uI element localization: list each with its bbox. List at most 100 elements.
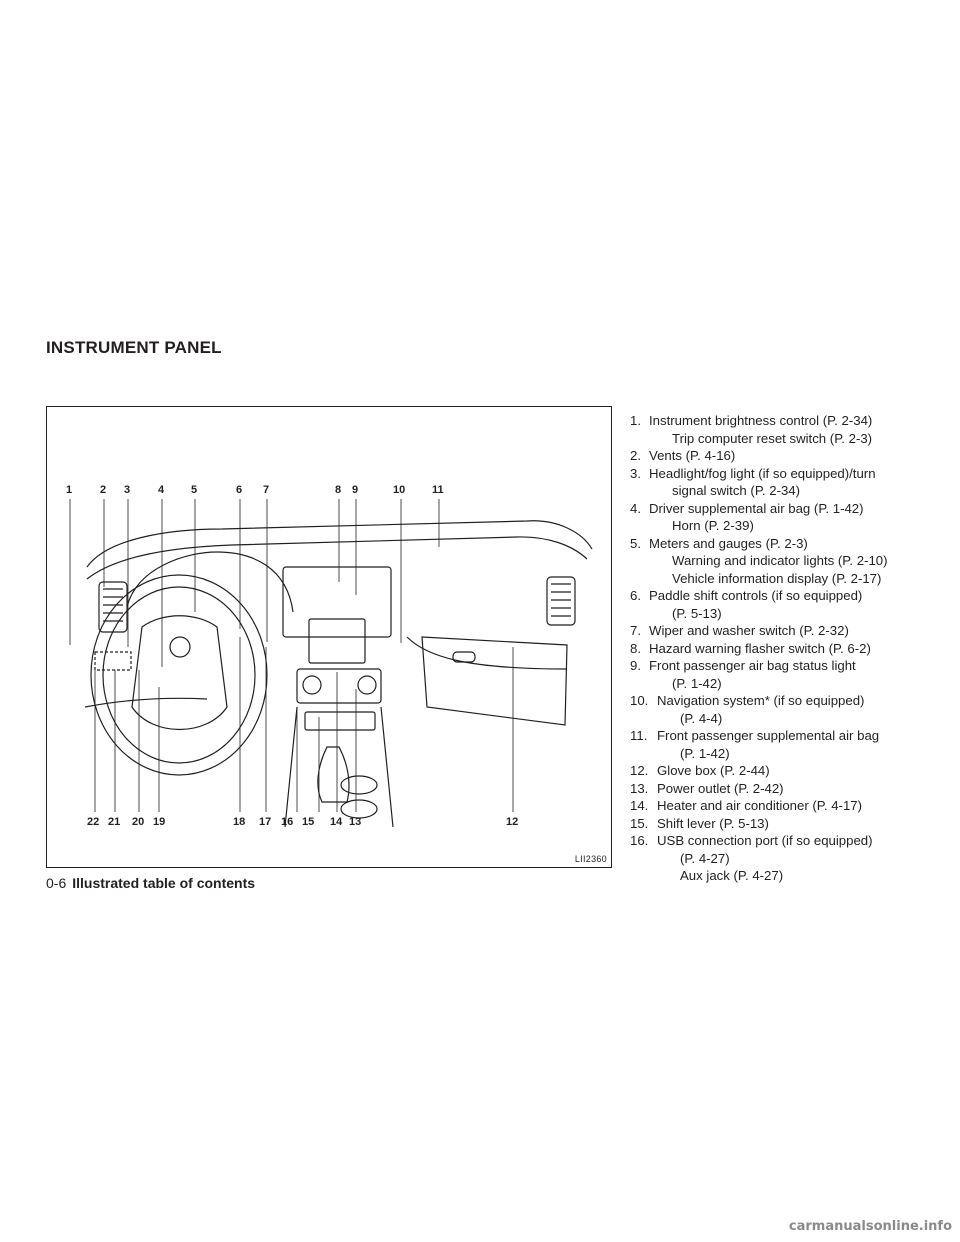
callout-6: 6 <box>236 484 242 496</box>
legend-item: 3. Headlight/fog light (if so equipped)/t… <box>630 465 930 500</box>
legend-item-text: Horn (P. 2-39) <box>672 518 754 533</box>
legend-list: 1. Instrument brightness control (P. 2-34… <box>630 412 930 885</box>
legend-item-number: 16. <box>630 833 649 848</box>
legend-item-text: Navigation system* (if so equipped) <box>657 693 865 708</box>
dash-lower-left <box>84 697 208 708</box>
callout-12: 12 <box>506 816 518 828</box>
legend-item-number: 7. <box>630 623 641 638</box>
center-stack-top <box>282 566 392 638</box>
callout-13: 13 <box>349 816 361 828</box>
legend-item-number: 15. <box>630 815 649 831</box>
shift-lever <box>317 746 350 803</box>
legend-item: 11.Front passenger supplemental air bag(… <box>630 727 930 762</box>
dash-top-inner <box>86 536 588 580</box>
callout-18: 18 <box>233 816 245 828</box>
legend-item-number: 8. <box>630 640 641 656</box>
legend-item-text: Vehicle information display (P. 2-17) <box>672 570 882 586</box>
legend-item-number: 1. <box>630 413 641 428</box>
legend-item-number: 4. <box>630 500 641 516</box>
legend-item: 8.Hazard warning flasher switch (P. 6-2) <box>630 640 930 658</box>
cup-holder-2 <box>340 799 378 819</box>
legend-item: 7. Wiper and washer switch (P. 2-32) <box>630 622 930 640</box>
right-vent-slats <box>551 583 571 617</box>
legend-item-text: Instrument brightness control (P. 2-34) <box>649 413 873 428</box>
legend-item: 10. Navigation system* (if so equipped) (P… <box>630 692 930 727</box>
climate-panel <box>296 668 382 704</box>
callout-9: 9 <box>352 484 358 496</box>
legend-item-text: Glove box (P. 2-44) <box>657 763 770 778</box>
legend-item-text: Vents (P. 4-16) <box>649 448 736 463</box>
callout-5: 5 <box>191 484 197 496</box>
legend-item: 1. Instrument brightness control (P. 2-34… <box>630 412 930 447</box>
callout-8: 8 <box>335 484 341 496</box>
legend-item: 15. Shift lever (P. 5-13) <box>630 815 930 833</box>
legend-item: 4. Driver supplemental air bag (P. 1-42) H… <box>630 500 930 535</box>
legend-item: 14. Heater and air conditioner (P. 4-17) <box>630 797 930 815</box>
callout-14: 14 <box>330 816 343 828</box>
dash-lower-right <box>406 636 568 670</box>
legend-item: 5.Meters and gauges (P. 2-3)Warning and … <box>630 535 930 588</box>
bottom-callouts: 22 21 20 19 18 17 16 15 14 13 12 <box>87 816 518 828</box>
page-footer: 0-6 Illustrated table of contents <box>46 875 255 891</box>
legend-item-number: 6. <box>630 588 641 603</box>
legend-item: 2. Vents (P. 4-16) <box>630 447 930 465</box>
watermark: carmanualsonline.info <box>788 1219 952 1234</box>
left-switch-panel <box>94 651 132 671</box>
legend-item-text: Shift lever (P. 5-13) <box>657 815 769 831</box>
legend-item-text: Meters and gauges (P. 2-3) <box>649 535 808 551</box>
legend-item: 9.Front passenger air bag status light(P… <box>630 657 930 692</box>
callout-7: 7 <box>263 484 269 496</box>
legend-item-number: 14. <box>630 798 649 813</box>
callout-1: 1 <box>66 484 72 496</box>
legend-item-text: Front passenger supplemental air bag <box>657 728 880 743</box>
legend-item-text: (P. 1-42) <box>672 675 722 691</box>
footer-title: Illustrated table of contents <box>72 875 256 891</box>
legend-item-text: (P. 4-27) <box>680 850 730 866</box>
callout-22: 22 <box>87 816 99 828</box>
steering-wheel-inner <box>102 586 256 764</box>
glove-box-outline <box>421 636 568 726</box>
legend-item-text: USB connection port (if so equipped) <box>657 833 873 848</box>
legend-item-text: Headlight/fog light (if so equipped)/tur… <box>649 465 876 481</box>
page-number: 0-6 <box>46 875 67 891</box>
legend-item-text: Trip computer reset switch (P. 2-3) <box>672 430 873 446</box>
climate-knob-left <box>302 675 322 695</box>
legend-item-text: Heater and air conditioner (P. 4-17) <box>657 798 863 813</box>
leader-lines <box>69 499 514 812</box>
callout-3: 3 <box>124 484 130 496</box>
legend-item-number: 13. <box>630 780 649 796</box>
console-sides <box>284 706 394 828</box>
legend-item-number: 10. <box>630 693 649 708</box>
callout-10: 10 <box>393 484 405 496</box>
callout-2: 2 <box>100 484 106 496</box>
glove-box-latch <box>452 651 476 663</box>
legend-item-number: 9. <box>630 658 641 673</box>
callout-11: 11 <box>432 484 444 496</box>
legend-item-number: 3. <box>630 465 641 481</box>
legend-item-text: Driver supplemental air bag (P. 1-42) <box>649 500 864 516</box>
callout-15: 15 <box>302 816 314 828</box>
navigation-screen <box>308 618 366 664</box>
dashboard-illustration: 1 2 3 4 5 6 7 8 9 10 11 22 21 20 19 18 1… <box>66 484 593 828</box>
dashboard-drawing <box>84 520 593 828</box>
callout-20: 20 <box>132 816 144 828</box>
legend-item-text: (P. 1-42) <box>680 745 730 761</box>
callout-21: 21 <box>108 816 120 828</box>
top-callouts: 1 2 3 4 5 6 7 8 9 10 11 <box>66 484 444 496</box>
legend-item: 6. Paddle shift controls (if so equipped)… <box>630 587 930 622</box>
legend-item-number: 2. <box>630 448 641 463</box>
legend-item-number: 12. <box>630 763 649 778</box>
steering-wheel-rim <box>90 574 268 776</box>
legend-item-text: (P. 4-4) <box>680 710 723 726</box>
legend-item-text: Paddle shift controls (if so equipped) <box>649 588 863 603</box>
legend-item-text: signal switch (P. 2-34) <box>672 483 801 498</box>
steering-hub <box>131 615 228 731</box>
dash-top-outline <box>86 520 593 568</box>
legend-item-text: Wiper and washer switch (P. 2-32) <box>649 623 849 638</box>
legend-item: 16. USB connection port (if so equipped) (… <box>630 832 930 885</box>
climate-knob-right <box>357 675 377 695</box>
steering-emblem <box>169 636 191 658</box>
legend-item-text: Power outlet (P. 2-42) <box>657 780 784 796</box>
legend-item-number: 5. <box>630 535 641 551</box>
callout-19: 19 <box>153 816 165 828</box>
